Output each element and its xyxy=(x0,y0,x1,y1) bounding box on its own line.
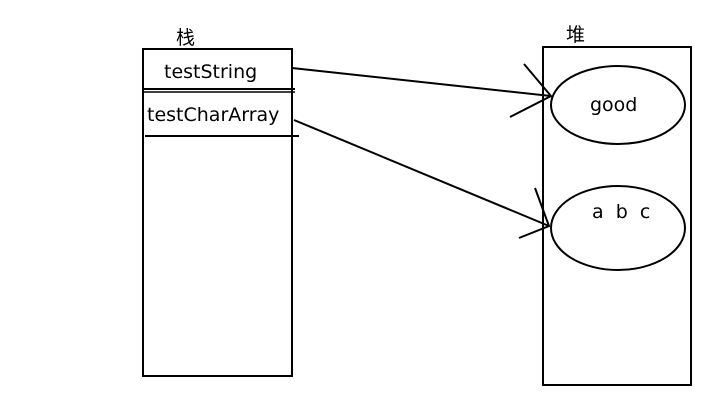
heap-object-abc xyxy=(550,185,686,271)
stack-slot-teststring: testString xyxy=(164,61,257,83)
arrow-teststring-to-good xyxy=(291,67,552,97)
stack-region: 栈 testString testCharArray xyxy=(142,27,299,377)
stack-box xyxy=(142,48,293,377)
heap-region: 堆 good a b c xyxy=(542,24,692,386)
heap-object-good xyxy=(550,65,686,145)
heap-object-good-label: good xyxy=(590,94,637,116)
heap-box xyxy=(542,46,692,386)
stack-slot-testchararray: testCharArray xyxy=(147,104,279,126)
stack-title: 栈 xyxy=(176,27,195,49)
arrowhead-testchararray xyxy=(518,187,551,239)
arrow-testchararray-to-abc xyxy=(293,119,550,227)
reference-arrows xyxy=(291,63,553,239)
heap-object-abc-label: a b c xyxy=(592,201,650,223)
arrowhead-teststring xyxy=(509,63,553,118)
heap-title: 堆 xyxy=(566,24,585,46)
